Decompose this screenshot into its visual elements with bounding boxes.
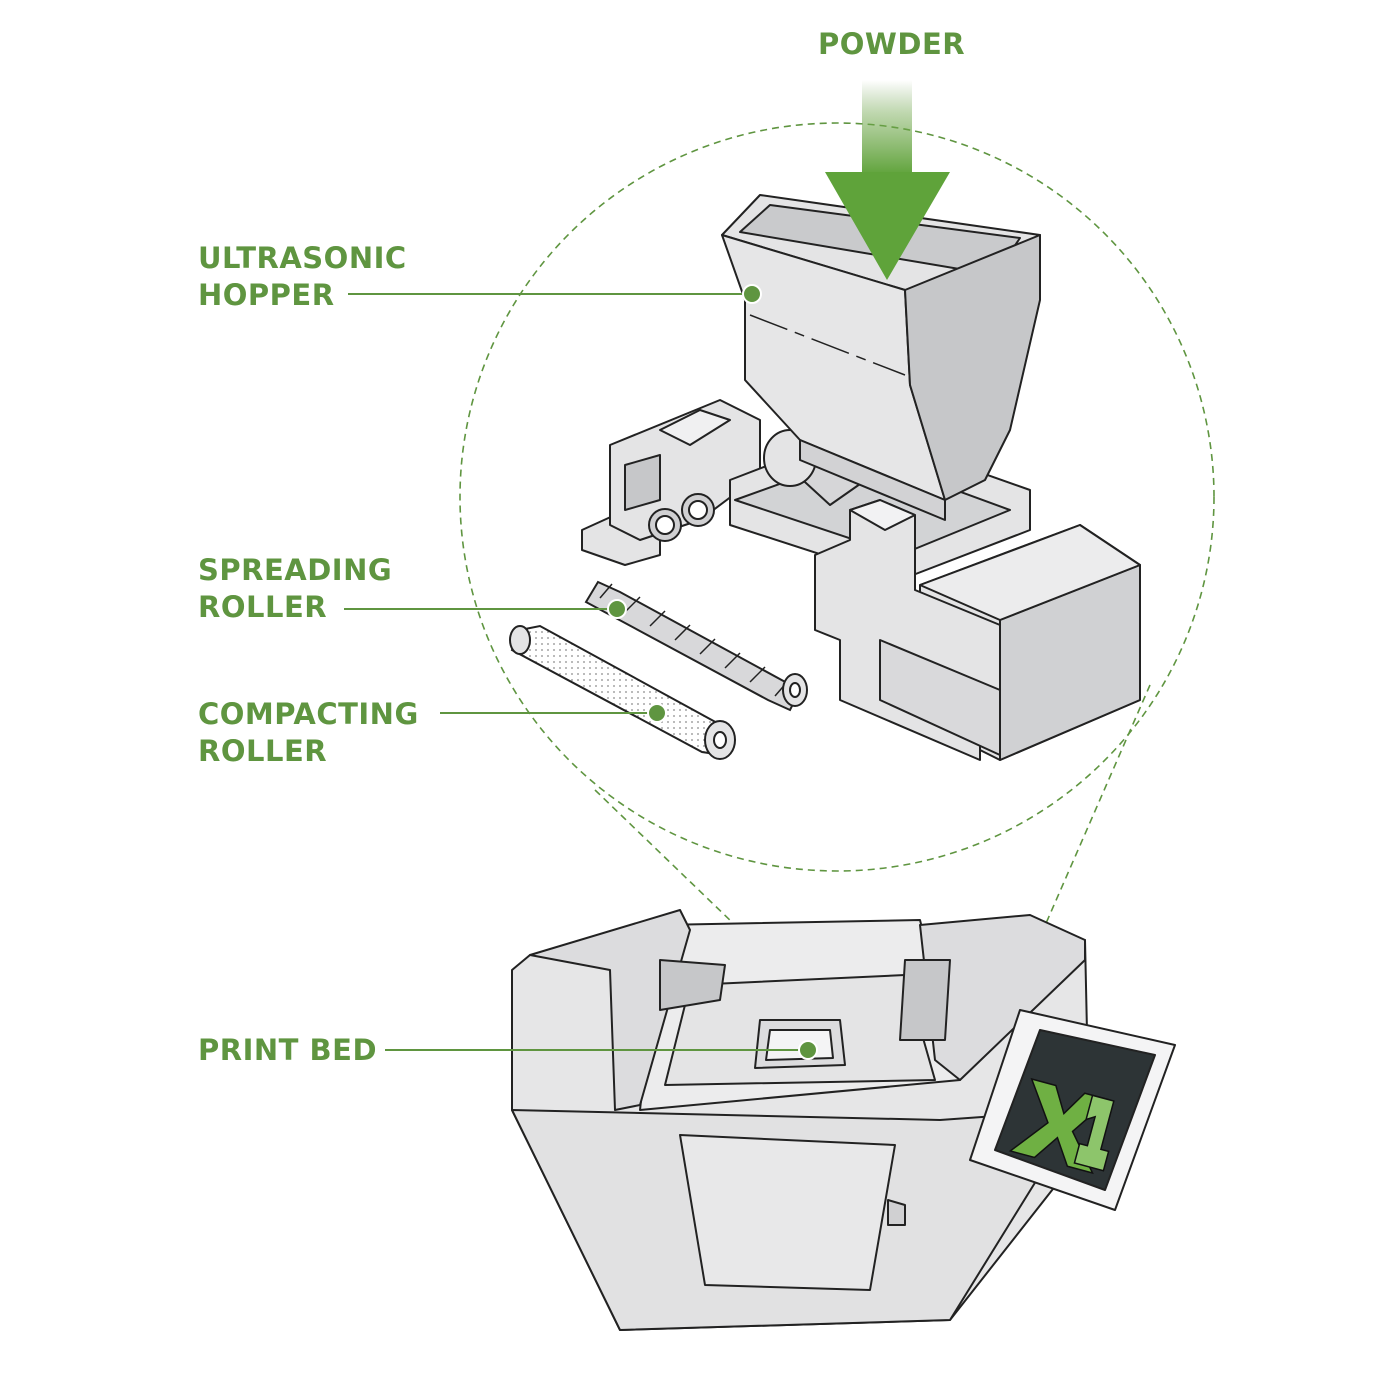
hopper-dot [742, 284, 762, 304]
compacting-roller-label: COMPACTING ROLLER [198, 697, 419, 768]
print-bed-label: PRINT BED [198, 1033, 378, 1067]
spreading-dot [607, 599, 627, 619]
print-bed-dot [798, 1040, 818, 1060]
down-arrow-icon [825, 80, 950, 280]
hopper-assembly [581, 194, 1141, 761]
compacting-roller [509, 624, 736, 760]
x1-logo-icon [1008, 1077, 1115, 1175]
leader-lines [344, 284, 818, 1060]
spreading-roller [584, 580, 808, 712]
spreading-roller-label: SPREADING ROLLER [198, 553, 393, 624]
hopper-label: ULTRASONIC HOPPER [198, 241, 407, 312]
compacting-dot [647, 703, 667, 723]
powder-label: POWDER [818, 27, 966, 61]
printer-body [511, 909, 1091, 1331]
